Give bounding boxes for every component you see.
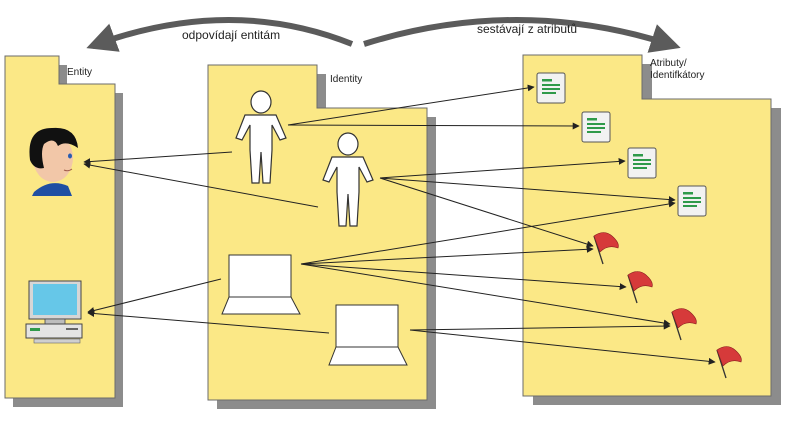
connector-laptop-to-attribute: [300, 200, 676, 265]
id-card-icon: [677, 185, 707, 217]
connectors: [83, 84, 716, 365]
connector-person-to-attribute: [379, 177, 594, 248]
connector-person-to-attribute: [287, 84, 535, 126]
flag-icon: [627, 271, 653, 304]
connector-person-to-attribute: [379, 177, 676, 204]
top-arrows: odpovídají entitám sestávají z atributů: [86, 17, 681, 53]
arc-arrow-right: [363, 17, 681, 53]
connector-person-to-attribute: [379, 157, 626, 179]
connector-laptop-to-attribute: [300, 263, 671, 327]
arc-label-right: sestávají z atributů: [477, 22, 577, 36]
connector-identity-to-person: [83, 151, 233, 166]
user-figure-icon: [235, 90, 287, 184]
arc-arrow-left: [86, 17, 354, 52]
flag-icon: [593, 232, 619, 265]
connector-person-to-attribute: [287, 122, 580, 130]
connector-laptop-to-attribute: [409, 329, 716, 365]
entities-panel-body: [4, 55, 116, 399]
flag-icon: [716, 346, 742, 379]
identity-panel: Identity: [207, 64, 436, 409]
laptop-icon: [328, 304, 408, 366]
connector-laptop-to-attribute: [300, 245, 594, 265]
connector-laptop-to-attribute: [300, 263, 627, 291]
connector-laptop-to-computer: [87, 310, 330, 334]
id-card-icon: [627, 147, 657, 179]
attributes-title-line1: Atributy/: [650, 58, 687, 69]
id-card-icon: [581, 111, 611, 143]
laptop-icon: [221, 254, 301, 315]
attributes-title-line2: Identifkátory: [650, 70, 704, 81]
attributes-panel-body: [522, 54, 772, 397]
attributes-panel: Atributy/ Identifkátory: [522, 54, 781, 405]
computer-icon: [25, 280, 83, 344]
entities-panel: Entity: [4, 55, 123, 407]
arc-label-left: odpovídají entitám: [182, 28, 280, 42]
entities-title: Entity: [67, 67, 92, 78]
identity-title: Identity: [330, 74, 362, 85]
connector-laptop-to-computer: [87, 278, 222, 314]
id-card-icon: [536, 72, 566, 104]
flag-icon: [671, 308, 697, 341]
connector-laptop-to-attribute: [409, 322, 671, 331]
connector-identity-to-person: [83, 161, 319, 208]
person-head-icon: [29, 127, 78, 196]
user-figure-icon: [322, 132, 374, 227]
